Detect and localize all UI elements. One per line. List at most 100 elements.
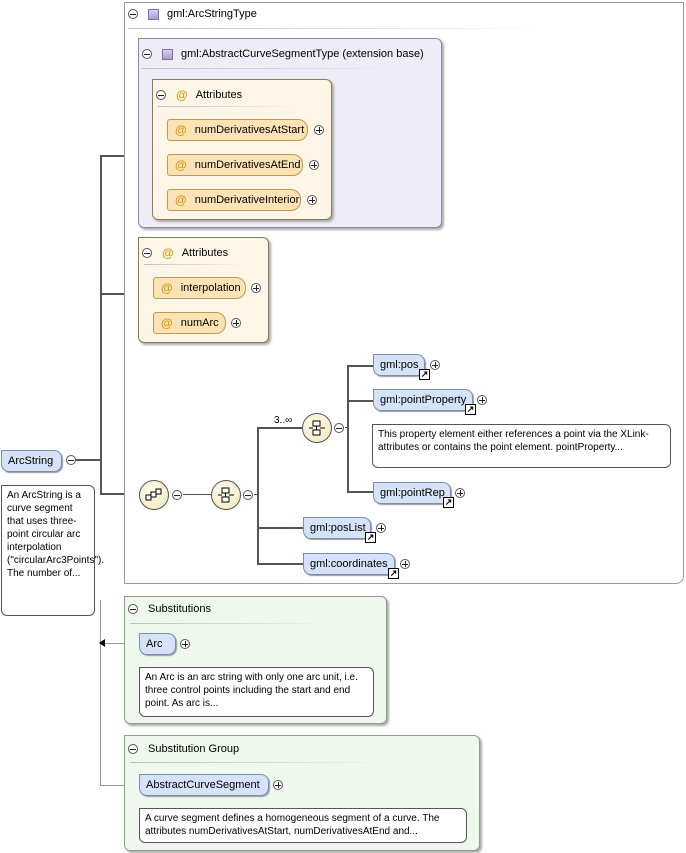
- collapse-icon[interactable]: [142, 248, 152, 258]
- sequence-glyph: [145, 488, 162, 501]
- attribute-icon: @: [175, 158, 187, 172]
- expand-icon[interactable]: [430, 360, 440, 370]
- divider: [144, 264, 244, 265]
- attribute-numDerivativesAtEnd[interactable]: @ numDerivativesAtEnd: [167, 154, 303, 176]
- element-gml-pointRep[interactable]: gml:pointRep: [373, 482, 451, 504]
- connector: [347, 365, 349, 493]
- arrow-icon: [99, 639, 105, 647]
- collapse-icon[interactable]: [243, 490, 253, 500]
- attribute-label: interpolation: [180, 282, 241, 294]
- substitution-group-header: Substitution Group: [128, 743, 239, 755]
- choice-cardinality: 3..∞: [274, 415, 293, 426]
- divider: [158, 106, 298, 107]
- attribute-icon: @: [161, 316, 173, 330]
- expand-icon[interactable]: [180, 639, 190, 649]
- attribute-label: numDerivativesAtEnd: [194, 159, 301, 171]
- connector: [257, 563, 303, 565]
- collapse-icon[interactable]: [156, 90, 166, 100]
- element-AbstractCurveSegment[interactable]: AbstractCurveSegment: [139, 774, 269, 796]
- reference-arrow-icon: ↗: [419, 369, 430, 380]
- substitution-group-title: Substitution Group: [148, 743, 240, 755]
- expand-icon[interactable]: [273, 780, 283, 790]
- attribute-label: numDerivativeInterior: [194, 194, 300, 206]
- choice-icon[interactable]: [302, 413, 332, 443]
- collapse-icon[interactable]: [334, 423, 344, 433]
- expand-icon[interactable]: [376, 523, 386, 533]
- collapse-icon[interactable]: [128, 9, 138, 19]
- substitutions-title: Substitutions: [148, 603, 211, 615]
- connector: [347, 400, 373, 402]
- element-label: gml:pointRep: [380, 487, 445, 499]
- attribute-label: numArc: [180, 317, 219, 329]
- attribute-numArc[interactable]: @ numArc: [153, 312, 226, 334]
- divider: [130, 762, 390, 763]
- connector: [71, 459, 101, 461]
- abstract-curve-segment-doc: A curve segment defines a homogeneous se…: [139, 808, 467, 843]
- connector: [100, 643, 140, 644]
- attribute-icon: @: [175, 193, 187, 207]
- collapse-icon[interactable]: [128, 604, 138, 614]
- type-box-title: gml:ArcStringType: [167, 8, 257, 20]
- attribute-icon: @: [176, 88, 188, 102]
- extension-box-title: gml:AbstractCurveSegmentType (extension …: [181, 48, 424, 60]
- element-label: gml:posList: [310, 522, 366, 534]
- expand-icon[interactable]: [455, 488, 465, 498]
- attribute-label: numDerivativesAtStart: [194, 124, 305, 136]
- attribute-icon: @: [162, 246, 174, 260]
- arc-doc: An Arc is an arc string with only one ar…: [139, 667, 374, 717]
- element-label: AbstractCurveSegment: [146, 779, 260, 791]
- divider: [142, 68, 402, 69]
- expand-icon[interactable]: [231, 318, 241, 328]
- expand-icon[interactable]: [251, 283, 261, 293]
- connector: [100, 785, 140, 786]
- attributes-title: Attributes: [181, 247, 229, 259]
- root-element[interactable]: ArcString: [1, 450, 62, 472]
- inherited-attributes-title: Attributes: [195, 89, 243, 101]
- expand-icon[interactable]: [309, 160, 319, 170]
- connector: [347, 491, 373, 493]
- element-gml-posList[interactable]: gml:posList: [303, 517, 371, 539]
- collapse-icon[interactable]: [128, 744, 138, 754]
- extension-box-header: gml:AbstractCurveSegmentType (extension …: [142, 48, 424, 60]
- connector: [100, 155, 102, 494]
- sequence-icon[interactable]: [139, 480, 169, 510]
- sequence-icon[interactable]: [211, 480, 241, 510]
- attribute-numDerivativeInterior[interactable]: @ numDerivativeInterior: [167, 189, 301, 211]
- expand-icon[interactable]: [477, 395, 487, 405]
- substitutions-header: Substitutions: [128, 603, 211, 615]
- collapse-icon[interactable]: [172, 490, 182, 500]
- collapse-icon[interactable]: [66, 455, 76, 465]
- connector: [100, 293, 138, 295]
- sequence-glyph: [218, 487, 234, 503]
- expand-icon[interactable]: [400, 559, 410, 569]
- complex-type-icon: [162, 48, 173, 60]
- element-label: gml:coordinates: [310, 558, 388, 570]
- attribute-interpolation[interactable]: @ interpolation: [153, 277, 246, 299]
- connector: [347, 365, 373, 367]
- expand-icon[interactable]: [314, 125, 324, 135]
- attribute-icon: @: [161, 281, 173, 295]
- choice-glyph: [309, 420, 325, 436]
- reference-arrow-icon: ↗: [365, 532, 376, 543]
- element-gml-pointProperty[interactable]: gml:pointProperty: [373, 389, 473, 411]
- expand-icon[interactable]: [307, 195, 317, 205]
- attribute-numDerivativesAtStart[interactable]: @ numDerivativesAtStart: [167, 119, 308, 141]
- element-label: gml:pointProperty: [380, 394, 467, 406]
- element-label: gml:pos: [380, 359, 419, 371]
- element-gml-coordinates[interactable]: gml:coordinates: [303, 553, 395, 575]
- attributes-header: @ Attributes: [142, 246, 228, 260]
- element-Arc[interactable]: Arc: [139, 633, 176, 655]
- reference-arrow-icon: ↗: [465, 404, 476, 415]
- connector: [257, 427, 259, 564]
- complex-type-icon: [148, 8, 159, 20]
- connector: [257, 427, 303, 429]
- element-label: Arc: [146, 638, 163, 650]
- element-gml-pos[interactable]: gml:pos: [373, 354, 425, 376]
- root-element-label: ArcString: [8, 455, 54, 467]
- connector: [100, 600, 101, 785]
- pointProperty-doc: This property element either references …: [372, 424, 671, 468]
- collapse-icon[interactable]: [142, 49, 152, 59]
- connector: [100, 493, 138, 495]
- reference-arrow-icon: ↗: [443, 497, 454, 508]
- divider: [128, 28, 548, 29]
